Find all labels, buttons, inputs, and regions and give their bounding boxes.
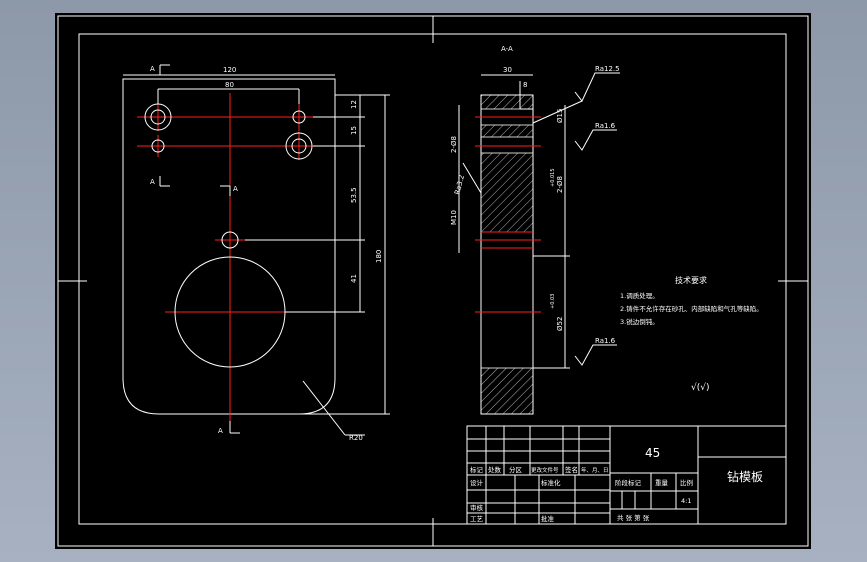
dim-holes-right: 2-Ø8 [556,176,564,193]
ra-left-leader [462,162,482,194]
tb-weight: 重量 [655,479,669,487]
ra-mid: Ra1.6 [595,122,616,130]
ra-left: Ra3.2 [453,174,466,196]
note-item-3: 3.锐边倒钝。 [620,317,659,326]
front-view: A A A A 120 80 12 15 53.5 41 180 R20 [122,64,390,442]
tb-standardize: 标准化 [541,478,561,487]
tb-review: 审核 [470,503,484,512]
ra-bottom-symbol: Ra1.6 [574,337,617,366]
notes-title: 技术要求 [675,275,707,285]
tb-header-0: 标记 [470,465,484,474]
hatch-between-holes [480,124,534,138]
tb-header-5: 年、月、日 [581,466,609,474]
roughness-symbol: √(√) [691,382,710,393]
tb-approve: 批准 [541,514,555,523]
dim-v3: 53.5 [350,187,358,203]
ra-top: Ra12.5 [595,65,620,73]
dim-total: 180 [375,250,383,263]
dim-width: 120 [223,66,236,74]
dim-big-bore: Ø52 [556,317,564,331]
tb-scale-label: 比例 [680,478,693,487]
dim-hole-spacing: 80 [225,81,234,89]
dim-v2: 15 [350,126,358,135]
section-outline [480,94,534,415]
hole-bottom-left [151,139,165,153]
note-item-2: 2.铸件不允许存在砂孔、内部缺陷和气孔等缺陷。 [620,304,763,313]
section-title: A-A [501,45,513,53]
tb-process: 工艺 [470,515,484,523]
title-block: 标记 处数 分区 更改文件号 签名 年、月、日 设计 标准化 审核 工艺 批准 … [466,425,787,525]
counterbore-hole-bottom-right-inner [291,138,307,154]
ra-bottom: Ra1.6 [595,337,616,345]
section-view: A-A 30 8 2-Ø8 Ra3.2 M10 Ø15 2-Ø8 +0.015 … [450,45,620,415]
tb-part-name: 钻模板 [727,469,763,484]
tol-big-bore: +0.03 [550,294,556,309]
note-item-1: 1.调质处理。 [620,291,659,300]
dim-step: 8 [523,81,527,89]
radius-leader [302,380,346,436]
tb-design: 设计 [470,478,484,487]
hatch-body [480,152,534,233]
hatch-top [480,94,534,110]
tb-header-3: 更改文件号 [531,466,559,474]
ra-top-symbol: Ra12.5 [532,65,620,124]
radius-label: R20 [349,434,363,442]
section-label-mid: A [150,178,155,186]
tb-scale-value: 4:1 [681,497,691,505]
cad-drawing: A A A A 120 80 12 15 53.5 41 180 R20 [57,15,809,547]
ra-mid-symbol: Ra1.6 [574,122,617,151]
dim-side: M10 [450,210,458,225]
hole-top-right [292,110,306,124]
section-label-bottom: A [218,427,223,435]
dim-v4: 41 [350,274,358,283]
dim-v1: 12 [350,100,358,109]
drawing-sheet: A A A A 120 80 12 15 53.5 41 180 R20 [55,13,811,549]
hatch-bottom [480,367,534,415]
small-pin-hole [221,231,239,249]
counterbore-hole-bottom-right-outer [285,132,313,160]
tb-sheets: 共 张 第 张 [617,513,650,522]
tb-material: 45 [645,446,660,460]
section-label-center: A [233,185,238,193]
dim-thickness: 30 [503,66,512,74]
tb-header-2: 分区 [509,465,523,474]
tb-stage-mark: 阶段标记 [615,478,642,487]
tb-header-4: 签名 [565,465,578,474]
tb-header-1: 处数 [488,465,502,474]
technical-notes: 技术要求 1.调质处理。 2.铸件不允许存在砂孔、内部缺陷和气孔等缺陷。 3.锐… [620,275,763,393]
tol-holes: +0.015 [550,168,556,187]
dim-bore: Ø15 [556,109,564,123]
counterbore-hole-top-left-inner [150,109,166,125]
section-label-top: A [150,65,155,73]
dim-holes-left: 2-Ø8 [450,136,458,153]
